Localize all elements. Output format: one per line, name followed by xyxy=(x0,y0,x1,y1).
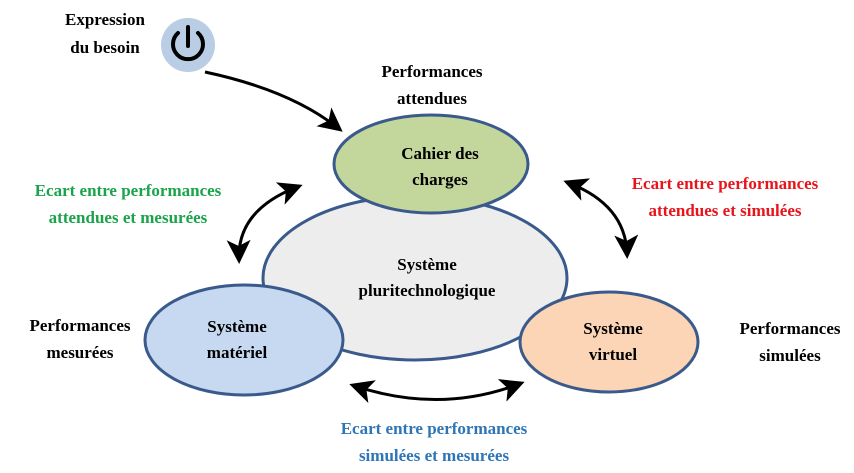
virtuel-perf-line2: simulées xyxy=(759,346,821,365)
center-label-line1: Système xyxy=(397,255,457,274)
cahier-perf-line2: attendues xyxy=(397,89,467,108)
virtuel-ellipse xyxy=(518,290,700,394)
materiel-perf-line1: Performances xyxy=(29,316,130,335)
gap-right-line2: attendues et simulées xyxy=(649,201,802,220)
cahier-label-line1: Cahier des xyxy=(401,144,479,163)
virtuel-label-line2: virtuel xyxy=(589,345,637,364)
gap-bottom-line2: simulées et mesurées xyxy=(359,446,510,465)
start-label-line2: du besoin xyxy=(70,38,140,57)
virtuel-perf-line1: Performances xyxy=(739,319,840,338)
cahier-ellipse xyxy=(332,113,530,215)
gap-right-line1: Ecart entre performances xyxy=(632,174,819,193)
cahier-label-line2: charges xyxy=(412,170,468,189)
cahier-perf-line1: Performances xyxy=(381,62,482,81)
need-arrow xyxy=(204,70,343,132)
materiel-perf-line2: mesurées xyxy=(46,343,113,362)
materiel-ellipse xyxy=(143,283,345,397)
gap-bottom-arrow xyxy=(349,379,525,404)
materiel-label-line1: Système xyxy=(207,317,267,336)
power-icon xyxy=(161,18,215,72)
gap-left-line1: Ecart entre performances xyxy=(35,181,222,200)
gap-bottom-line1: Ecart entre performances xyxy=(341,419,528,438)
virtuel-label-line1: Système xyxy=(583,319,643,338)
materiel-label-line2: matériel xyxy=(207,343,268,362)
center-label-line2: pluritechnologique xyxy=(359,281,496,300)
gap-left-line2: attendues et mesurées xyxy=(49,208,208,227)
gap-right-arrow xyxy=(563,178,639,259)
gap-left-arrow xyxy=(226,182,303,264)
start-label-line1: Expression xyxy=(65,10,146,29)
